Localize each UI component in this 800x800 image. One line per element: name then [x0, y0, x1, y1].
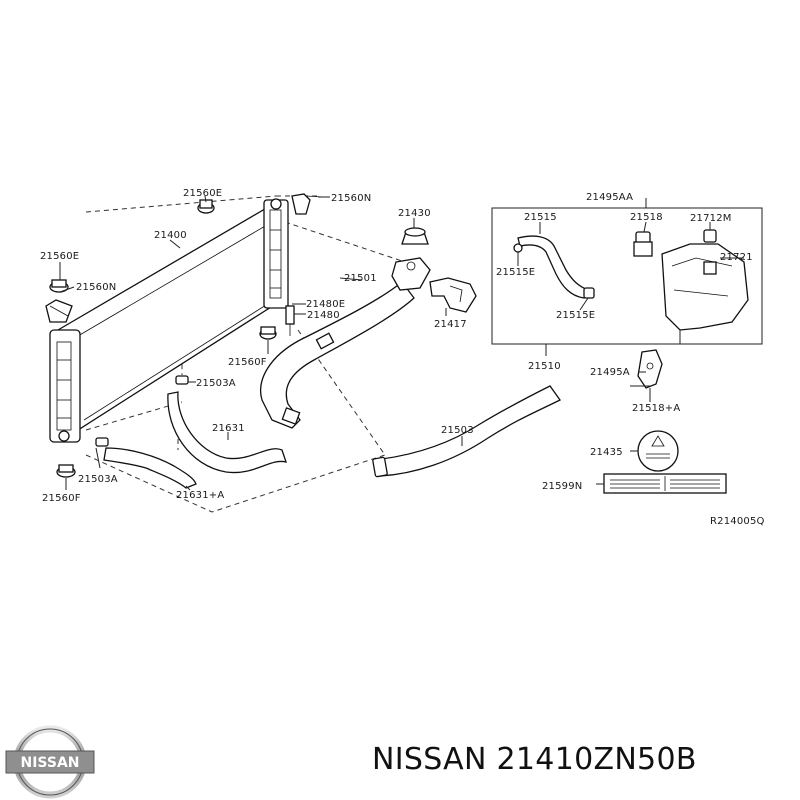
label-21510: 21510: [528, 361, 561, 372]
reference-code: R214005Q: [710, 516, 765, 527]
label-21495a: 21495A: [590, 367, 630, 378]
label-21560f-bottom: 21560F: [42, 493, 81, 504]
hose-21501: [260, 281, 415, 429]
hose-21503: [372, 385, 561, 478]
label-21400: 21400: [154, 230, 187, 241]
clip-21560n-top: [291, 193, 325, 215]
label-21560n-top: 21560N: [331, 193, 372, 204]
label-21480e: 21480E: [306, 299, 345, 310]
caution-label-21599n: [603, 473, 727, 494]
warning-cap-21435: [637, 430, 679, 472]
label-21560n: 21560N: [76, 282, 117, 293]
clip-21560n: [45, 299, 73, 323]
label-21515e-left: 21515E: [496, 267, 535, 278]
hose-21631: [167, 391, 287, 474]
label-21560f-mid: 21560F: [228, 357, 267, 368]
sensor-21480: [285, 305, 295, 336]
part-labels: 21560E 21560N 21400 21430 21560E 21560N …: [40, 188, 765, 527]
label-21560e: 21560E: [40, 251, 79, 262]
mount-21560e-top: [197, 199, 215, 214]
mount-21560e: [49, 279, 69, 293]
reservoir-assembly: [491, 207, 763, 345]
label-21430: 21430: [398, 208, 431, 219]
assembly-outline: [85, 195, 406, 513]
clamp-21503a-lower: [95, 437, 109, 447]
label-21721: 21721: [720, 252, 753, 263]
label-21503a-lower: 21503A: [78, 474, 118, 485]
label-21515e-right: 21515E: [556, 310, 595, 321]
mount-21560f-bottom: [56, 464, 76, 478]
bracket-21495a: [637, 349, 663, 389]
leader-lines: [59, 195, 744, 491]
label-21631: 21631: [212, 423, 245, 434]
label-21518a: 21518+A: [632, 403, 680, 414]
label-21631a: 21631+A: [176, 490, 224, 501]
bracket-21417: [429, 277, 477, 313]
label-21560e-top: 21560E: [183, 188, 222, 199]
mount-21560f-mid: [259, 326, 277, 340]
label-21599n: 21599N: [542, 481, 583, 492]
label-21435: 21435: [590, 447, 623, 458]
label-21515: 21515: [524, 212, 557, 223]
label-21503a-upper: 21503A: [196, 378, 236, 389]
logo-text: NISSAN: [20, 755, 79, 771]
filler-neck: [391, 257, 431, 291]
hose-21631a: [103, 447, 197, 489]
label-21503: 21503: [441, 425, 474, 436]
radiator: [49, 198, 289, 443]
label-21518: 21518: [630, 212, 663, 223]
label-21712m: 21712M: [690, 213, 732, 224]
label-21495aa: 21495AA: [586, 192, 633, 203]
clamp-21503a-upper: [175, 375, 189, 385]
label-21480: 21480: [307, 310, 340, 321]
label-21417: 21417: [434, 319, 467, 330]
part-caption: NISSAN 21410ZN50B: [372, 742, 697, 777]
label-21501: 21501: [344, 273, 377, 284]
cap-21430: [401, 227, 429, 245]
nissan-logo: NISSAN: [5, 725, 95, 799]
